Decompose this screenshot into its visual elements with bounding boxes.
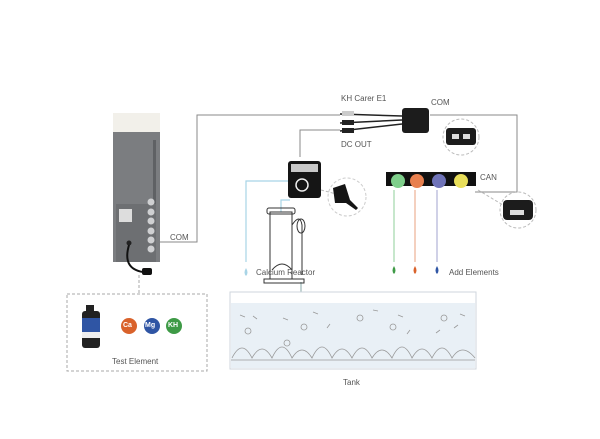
add-elements-label: Add Elements	[449, 268, 499, 277]
badge-mg-circle	[144, 318, 160, 334]
device-button	[147, 198, 155, 206]
test-element-label: Test Element	[112, 357, 159, 366]
com-right-cable	[430, 114, 518, 193]
reactor-feed-pump	[288, 161, 321, 198]
kh-carer-label: KH Carer E1	[341, 94, 387, 103]
dc-cable	[299, 129, 340, 157]
pump-blue	[432, 174, 446, 188]
qr-code	[119, 209, 132, 222]
power-port	[126, 240, 132, 246]
doser-strip	[386, 172, 476, 188]
kh-carer-hub	[339, 108, 429, 133]
device-button	[147, 217, 155, 225]
tank	[229, 291, 477, 370]
water-lines	[245, 180, 290, 262]
power-cable	[126, 244, 144, 273]
badge-mg: Mg	[145, 322, 156, 329]
com-right-label: COM	[431, 98, 450, 107]
wiring	[154, 114, 518, 243]
pump-yellow	[454, 174, 468, 188]
can-label: CAN	[480, 173, 497, 182]
test-badges	[121, 318, 182, 334]
tank-plants	[231, 346, 476, 359]
badge-kh: KH	[168, 322, 179, 329]
fish-school	[239, 309, 466, 347]
com-port-detail	[446, 128, 476, 145]
device-button	[147, 245, 155, 253]
com-cable-main	[154, 114, 340, 243]
device-top	[113, 113, 160, 136]
pump-green	[391, 174, 405, 188]
test-element-box	[66, 293, 208, 372]
tank-label: Tank	[343, 378, 360, 387]
pump-head-detail	[333, 184, 358, 210]
drop-orange-icon	[413, 266, 417, 274]
calcium-reactor-label: Calcium Reactor	[256, 268, 316, 277]
calcium-reactor	[263, 207, 306, 284]
controller-device	[113, 113, 160, 275]
com-left-label: COM	[170, 233, 189, 242]
device-button	[147, 236, 155, 244]
badge-ca: Ca	[123, 322, 132, 329]
water-drop-icon	[244, 268, 248, 276]
dosing-lines	[393, 190, 438, 262]
device-button	[147, 227, 155, 235]
badge-ca-circle	[121, 318, 137, 334]
reagent-bottle	[82, 305, 100, 348]
pump-orange	[410, 174, 424, 188]
drop-green-icon	[392, 266, 396, 274]
drop-blue-icon	[435, 266, 439, 274]
badge-kh-circle	[166, 318, 182, 334]
device-button	[147, 208, 155, 216]
dc-out-label: DC OUT	[341, 140, 372, 149]
